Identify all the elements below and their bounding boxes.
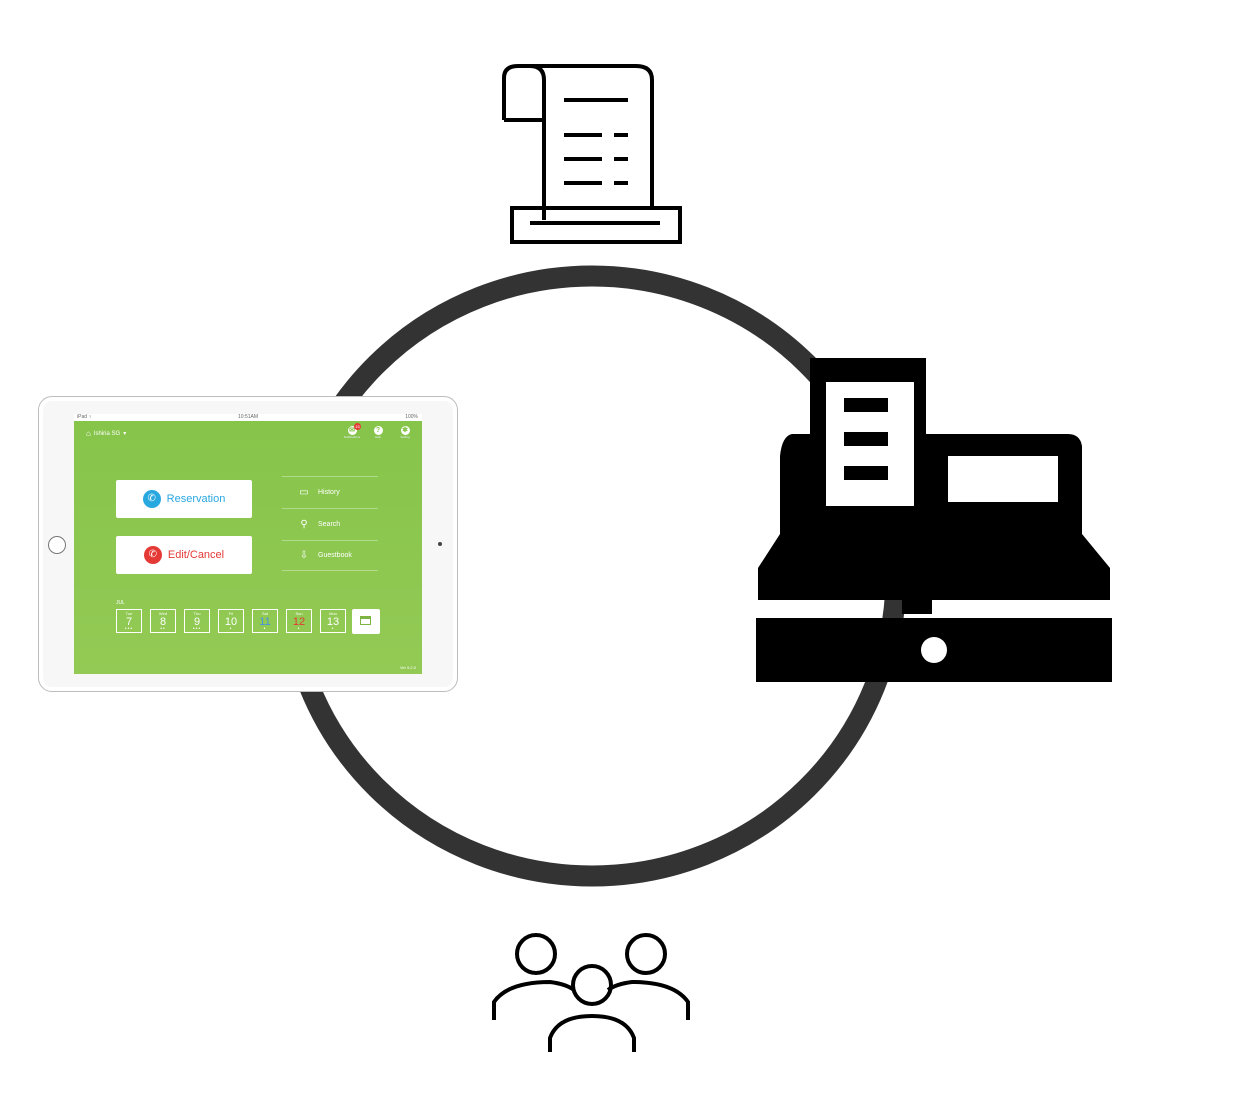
help-caption: Help <box>374 435 382 439</box>
reservation-label: Reservation <box>166 493 226 505</box>
version-text: Ver 5.2.0 <box>399 665 416 670</box>
edit-cancel-button[interactable]: ✆ Edit/Cancel <box>116 536 252 574</box>
date-weekday: Tue <box>125 611 133 616</box>
help-button[interactable]: ? Help <box>368 426 388 440</box>
date-weekday: Wed <box>158 611 168 616</box>
customers-group-icon <box>492 933 690 1052</box>
cash-register-icon <box>756 358 1112 682</box>
phone-icon: ✆ <box>142 490 161 508</box>
reservation-button[interactable]: ✆ Reservation <box>116 480 252 518</box>
date-booking-dots: • <box>229 626 233 632</box>
mail-icon: ✉ <box>347 426 357 435</box>
date-weekday: Fri <box>228 611 234 616</box>
date-weekday: Sat <box>261 611 268 616</box>
notifications-button[interactable]: ✉ 15 Notifications <box>342 423 362 440</box>
status-time: 10:51AM <box>238 414 259 420</box>
date-booking-dots: ••• <box>124 626 134 632</box>
date-number: 11 <box>259 616 271 628</box>
date-booking-dots: • <box>263 626 267 632</box>
date-booking-dots: • <box>331 626 335 632</box>
tablet-camera <box>438 542 442 546</box>
app-top-bar: ⌂ Ishiria SG ▾ ✉ 15 Notifications ? Help… <box>74 421 422 445</box>
gear-icon: ✱ <box>400 426 410 435</box>
date-booking-dots: • <box>297 626 301 632</box>
side-item-label: Search <box>318 520 341 528</box>
settings-caption: Setting <box>400 435 410 439</box>
receipt-printer-icon <box>502 64 682 244</box>
side-item-history[interactable]: ▭ History <box>282 476 378 507</box>
side-item-label: History <box>318 488 340 496</box>
settings-button[interactable]: ✱ Setting <box>395 426 415 440</box>
search-icon: ⚲ <box>300 518 308 530</box>
date-weekday: Mon <box>329 611 337 616</box>
date-booking-dots: ••• <box>192 626 202 632</box>
tablet-screen: iPad ♀ 10:51AM 100% ⌂ Ishiria SG ▾ ✉ 15 … <box>74 414 422 674</box>
tablet-device: iPad ♀ 10:51AM 100% ⌂ Ishiria SG ▾ ✉ 15 … <box>38 396 458 692</box>
home-icon: ⌂ <box>86 429 91 438</box>
side-item-search[interactable]: ⚲ Search <box>282 508 378 539</box>
date-number: 9 <box>193 616 201 628</box>
status-carrier: iPad ♀ <box>77 414 93 420</box>
status-battery: 100% <box>405 414 418 420</box>
month-label: JUL <box>116 600 125 606</box>
date-booking-dots: •• <box>160 626 166 632</box>
calendar-button[interactable] <box>352 609 380 634</box>
date-weekday: Sun <box>295 611 303 616</box>
chevron-down-icon: ▾ <box>123 431 127 437</box>
status-bar: iPad ♀ 10:51AM 100% <box>74 414 422 421</box>
inbox-icon: ▭ <box>299 486 309 498</box>
notification-badge: 15 <box>354 423 361 430</box>
date-number: 12 <box>292 616 306 628</box>
download-icon: ⇩ <box>299 550 309 561</box>
notifications-caption: Notifications <box>343 435 361 439</box>
date-number: 10 <box>224 616 238 628</box>
side-item-label: Guestbook <box>318 552 352 559</box>
phone-icon: ✆ <box>143 546 162 564</box>
calendar-icon <box>360 616 371 625</box>
venue-name: Ishiria SG <box>93 430 121 437</box>
date-number: 8 <box>159 616 167 628</box>
date-number: 13 <box>326 616 340 628</box>
edit-cancel-label: Edit/Cancel <box>167 549 225 561</box>
venue-selector[interactable]: ⌂ Ishiria SG ▾ <box>86 429 126 438</box>
date-number: 7 <box>125 616 133 628</box>
tablet-home-button <box>48 536 66 554</box>
date-weekday: Thu <box>193 611 201 616</box>
help-icon: ? <box>373 426 383 435</box>
side-item-guestbook[interactable]: ⇩ Guestbook <box>282 540 378 571</box>
